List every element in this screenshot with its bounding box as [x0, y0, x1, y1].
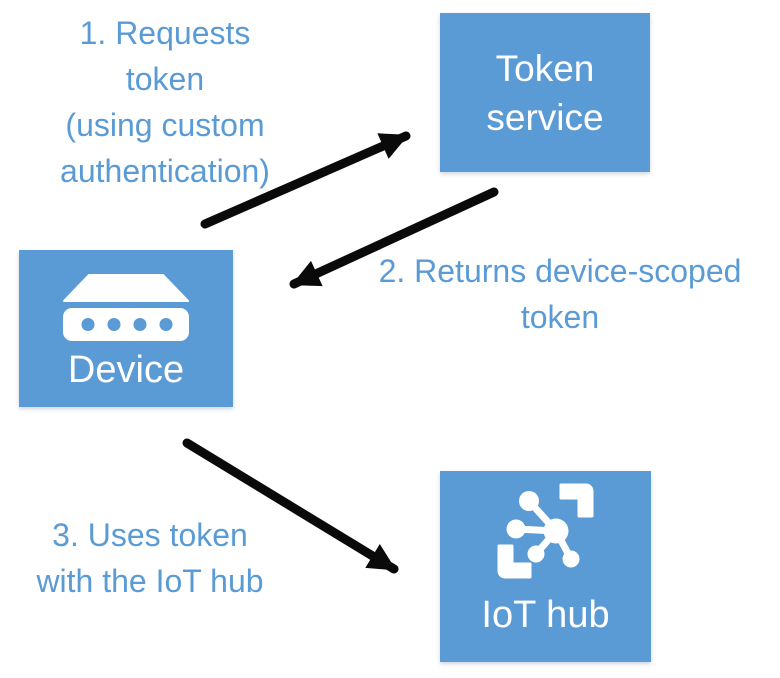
token-service-label: Token service [486, 47, 604, 138]
iot-hub-icon [497, 483, 594, 579]
token-service-box: Token service [440, 13, 650, 172]
step1-label: 1. Requests token (using custom authenti… [60, 15, 270, 189]
step2-label: 2. Returns device-scoped token [378, 253, 742, 335]
return-token-arrow [289, 187, 499, 289]
step3-label: 3. Uses token with the IoT hub [36, 517, 264, 599]
device-box: Device [19, 250, 233, 407]
device-label: Device [67, 349, 185, 391]
iot-hub-box: IoT hub [440, 471, 651, 662]
iot-hub-label: IoT hub [481, 594, 610, 636]
request-token-arrow [200, 131, 411, 229]
use-token-arrow [182, 438, 399, 574]
device-icon [63, 274, 189, 341]
